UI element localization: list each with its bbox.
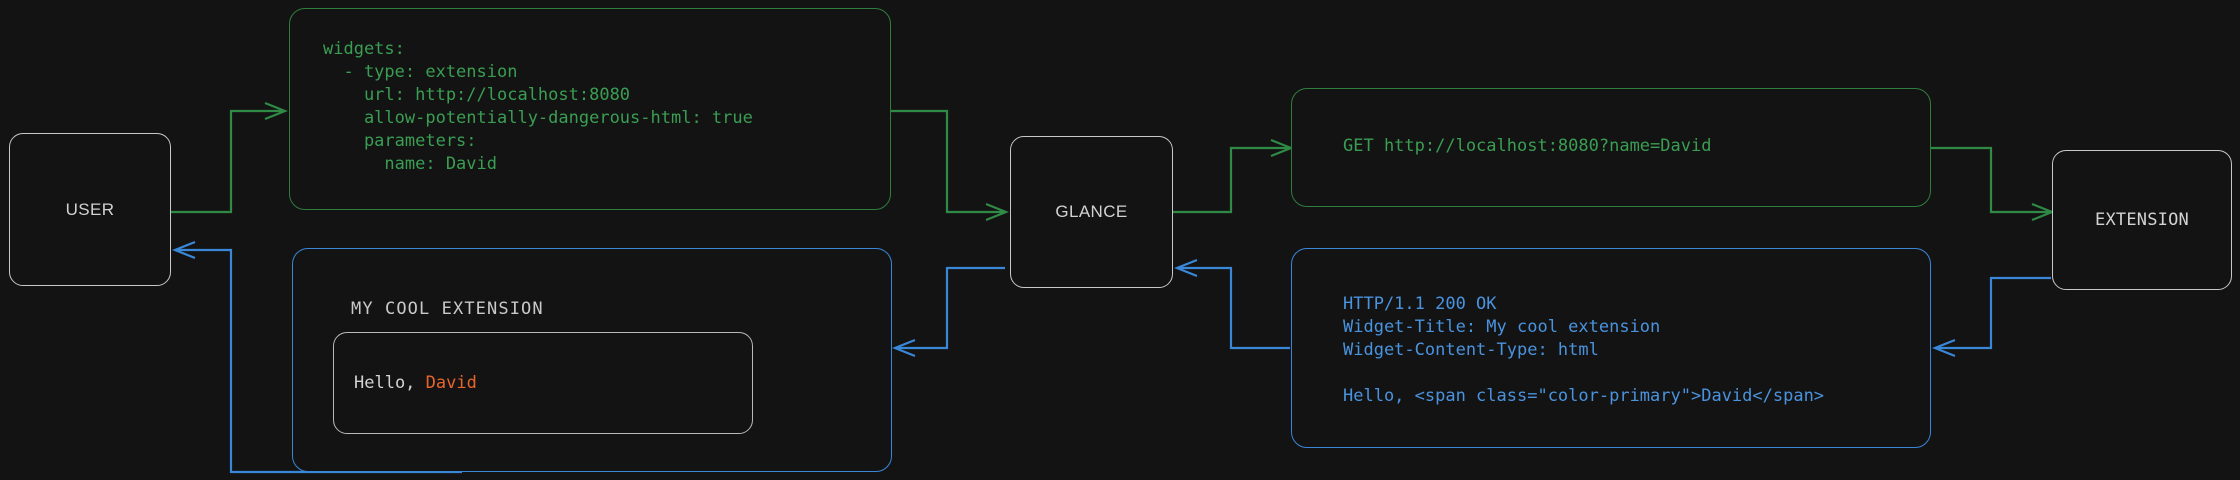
node-glance[interactable]: GLANCE — [1010, 136, 1173, 288]
edge-widget-to-user — [172, 240, 462, 474]
config-code: widgets: - type: extension url: http://l… — [323, 39, 753, 174]
edge-config-to-glance — [891, 109, 1009, 222]
edge-response-to-glance — [1174, 258, 1290, 350]
edge-request-to-extension — [1931, 146, 2055, 222]
edge-extension-to-response — [1932, 276, 2051, 358]
node-extension[interactable]: EXTENSION — [2052, 150, 2232, 290]
panel-request: GET http://localhost:8080?name=David — [1291, 88, 1931, 207]
edge-user-to-config — [171, 101, 288, 214]
widget-body-accent: David — [425, 373, 477, 393]
widget-inner-card: Hello, David — [333, 332, 753, 434]
request-code: GET http://localhost:8080?name=David — [1343, 136, 1712, 156]
panel-widget: MY COOL EXTENSION Hello, David — [292, 248, 892, 472]
edge-glance-to-request — [1173, 138, 1294, 214]
response-code: HTTP/1.1 200 OK Widget-Title: My cool ex… — [1343, 294, 1825, 406]
node-user[interactable]: USER — [9, 133, 171, 286]
node-glance-label: GLANCE — [1055, 202, 1128, 221]
node-user-label: USER — [65, 199, 115, 219]
node-extension-label: EXTENSION — [2095, 210, 2189, 230]
panel-config: widgets: - type: extension url: http://l… — [289, 8, 891, 210]
widget-body-prefix: Hello, — [354, 373, 426, 393]
panel-response: HTTP/1.1 200 OK Widget-Title: My cool ex… — [1291, 248, 1931, 448]
edge-glance-to-widget — [892, 266, 1005, 358]
widget-title: MY COOL EXTENSION — [351, 299, 544, 319]
widget-body: Hello, David — [334, 373, 477, 393]
